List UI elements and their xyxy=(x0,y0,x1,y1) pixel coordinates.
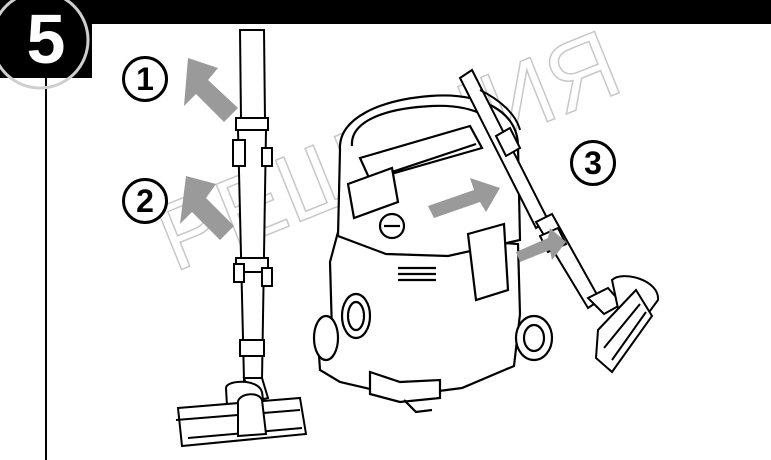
frame-divider xyxy=(45,78,47,460)
step-number-badge: 5 xyxy=(0,0,92,78)
arrow-icon xyxy=(184,58,238,122)
header-bar xyxy=(0,0,771,24)
floor-nozzle xyxy=(586,275,660,374)
suction-tube xyxy=(232,29,273,381)
arrow-icon xyxy=(180,176,234,240)
arrow-icon xyxy=(428,178,500,218)
vacuum-cleaner xyxy=(312,94,554,414)
callout-2: 2 xyxy=(122,178,168,224)
callout-1: 1 xyxy=(122,56,168,102)
arrow-icon xyxy=(516,228,566,262)
callout-3: 3 xyxy=(570,140,616,186)
floor-nozzle xyxy=(175,377,308,448)
